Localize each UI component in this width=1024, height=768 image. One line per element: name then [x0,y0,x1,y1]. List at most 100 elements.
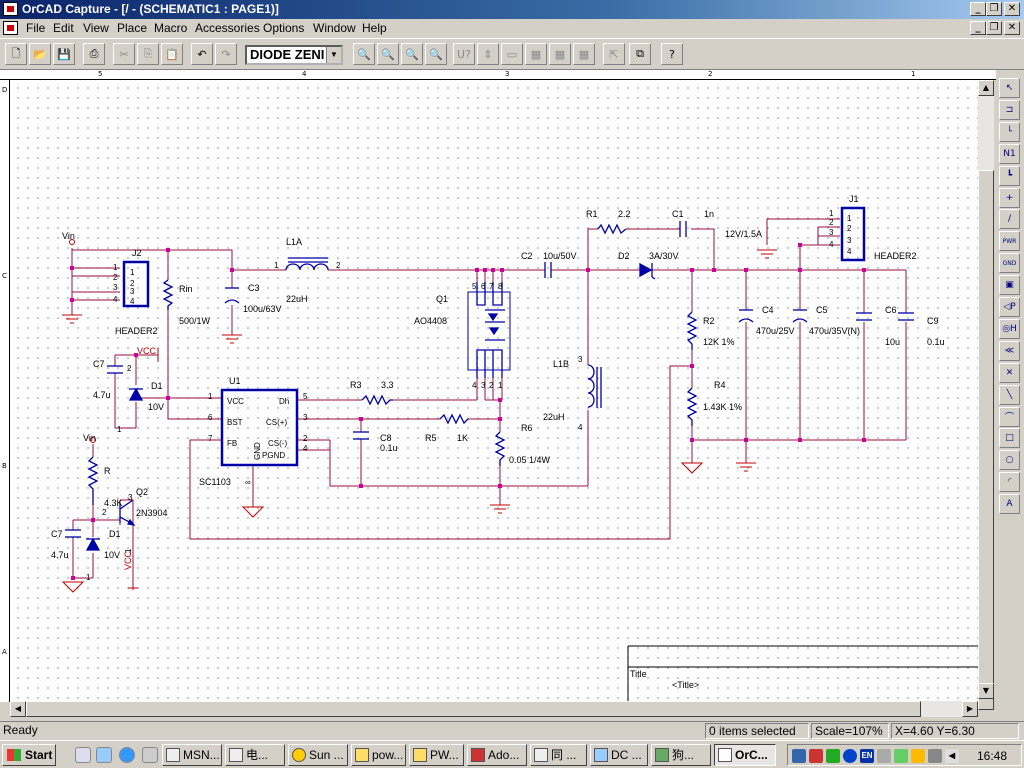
task-ie-1[interactable]: 电... [225,744,285,766]
rin-resistor[interactable] [162,279,174,310]
menu-options[interactable]: Options [263,21,305,35]
place-junction-icon[interactable]: + [999,187,1020,208]
place-arc-icon[interactable]: ◜ [999,472,1020,493]
select-tool-icon[interactable]: ↖ [999,78,1020,98]
place-net-alias-icon[interactable]: N1 [999,143,1020,164]
doc-restore-button[interactable]: ❐ [986,21,1002,35]
place-part-icon[interactable]: ⊐ [999,99,1020,120]
bill-of-materials-icon[interactable]: ▦ [573,43,595,65]
l1a-inductor[interactable] [285,263,329,271]
explorer-icon[interactable] [96,747,112,763]
schematic-drawing[interactable]: Title <Title> [10,80,978,702]
tray-security-icon[interactable] [843,749,857,763]
undo-icon[interactable]: ↶ [191,43,213,65]
doc-minimize-button[interactable]: _ [970,21,986,35]
maximize-button[interactable]: ❐ [986,2,1002,16]
zoom-area-icon[interactable]: 🔍 [401,43,423,65]
help-icon[interactable]: ? [661,43,683,65]
j1-connector[interactable] [840,206,866,262]
vertical-scroll-thumb[interactable] [978,170,994,710]
task-sun[interactable]: Sun ... [288,744,348,766]
place-wire-icon[interactable]: └ [999,121,1020,142]
tray-app4-icon[interactable] [928,749,942,763]
horizontal-scrollbar[interactable]: ◀ ▶ [10,701,978,717]
tray-app3-icon[interactable] [911,749,925,763]
menu-macro[interactable]: Macro [154,21,188,35]
u1-ic[interactable] [220,388,299,467]
zoom-in-icon[interactable]: 🔍 [353,43,375,65]
place-bus-entry-icon[interactable]: / [999,209,1020,230]
zoom-out-icon[interactable]: 🔍 [377,43,399,65]
place-rectangle-icon[interactable]: □ [999,428,1020,449]
netlist-icon[interactable]: ▦ [525,43,547,65]
tray-app-icon[interactable] [809,749,823,763]
internet-explorer-icon[interactable] [119,747,135,763]
close-button[interactable]: ✕ [1004,2,1020,16]
task-adobe[interactable]: Ado... [467,744,527,766]
start-button[interactable]: Start [2,744,56,766]
tray-network-icon[interactable] [792,749,806,763]
place-power-icon[interactable]: PWR [999,231,1020,252]
cross-reference-icon[interactable]: ▦ [549,43,571,65]
snap-to-grid-icon[interactable]: ⇱ [603,43,625,65]
task-dc[interactable]: DC ... [590,744,648,766]
tray-language-icon[interactable]: EN [860,749,874,763]
place-ground-icon[interactable]: GND [999,253,1020,274]
zoom-all-icon[interactable]: 🔍 [425,43,447,65]
redo-icon[interactable]: ↷ [215,43,237,65]
orcad-app-icon[interactable] [3,2,18,16]
minimize-button[interactable]: _ [970,2,986,16]
menu-view[interactable]: View [83,21,109,35]
place-port-icon[interactable]: ◁P [999,297,1020,317]
place-bus-icon[interactable]: ┗ [999,165,1020,186]
task-ie-2[interactable]: 同 ... [530,744,587,766]
task-pow[interactable]: pow... [351,744,406,766]
copy-icon[interactable]: ⎘ [137,43,159,65]
scroll-down-icon[interactable]: ▼ [978,683,994,699]
back-annotate-icon[interactable]: ⇕ [477,43,499,65]
open-icon[interactable]: 📂 [29,43,51,65]
quicklaunch-icon[interactable] [142,747,158,763]
no-connect-icon[interactable]: ✕ [999,362,1020,383]
save-icon[interactable]: 💾 [53,43,75,65]
place-hier-block-icon[interactable]: ▣ [999,275,1020,296]
task-pw[interactable]: PW... [409,744,464,766]
place-pin-icon[interactable]: ◎H [999,318,1020,339]
cut-icon[interactable]: ✂ [113,43,135,65]
menu-place[interactable]: Place [117,21,148,35]
task-orcad[interactable]: OrC... [714,744,776,766]
print-icon[interactable]: ⎙ [83,43,105,65]
j2-connector[interactable] [122,260,150,308]
r1-resistor[interactable] [597,223,627,235]
place-line-icon[interactable]: ╲ [999,384,1020,405]
place-polyline-icon[interactable]: ⌒ [999,406,1020,427]
chevron-down-icon[interactable]: ▼ [326,47,341,63]
menu-help[interactable]: Help [362,21,387,35]
q1-mosfet[interactable] [467,291,511,371]
project-manager-icon[interactable]: ⧉ [629,43,651,65]
vertical-scrollbar[interactable]: ▲ ▼ [978,80,994,710]
tray-input-icon[interactable] [877,749,891,763]
scroll-left-icon[interactable]: ◀ [10,701,26,717]
tray-msn-icon[interactable] [826,749,840,763]
part-combo[interactable]: DIODE ZENI ▼ [245,45,343,65]
menu-window[interactable]: Window [313,21,356,35]
tray-app2-icon[interactable] [894,749,908,763]
horizontal-scroll-thumb[interactable] [26,701,921,717]
paste-icon[interactable]: 📋 [161,43,183,65]
menu-edit[interactable]: Edit [53,21,74,35]
annotate-icon[interactable]: U? [453,43,475,65]
task-dog[interactable]: 狗... [651,744,711,766]
scroll-up-icon[interactable]: ▲ [978,80,994,96]
new-icon[interactable]: 🗋 [5,43,27,65]
scroll-right-icon[interactable]: ▶ [962,701,978,717]
place-text-icon[interactable]: A [999,494,1020,515]
document-icon[interactable] [3,21,18,35]
window-titlebar[interactable]: OrCAD Capture - [/ - (SCHEMATIC1 : PAGE1… [0,0,1024,19]
menu-file[interactable]: File [26,21,46,35]
show-desktop-icon[interactable] [75,747,91,763]
place-ellipse-icon[interactable]: ○ [999,450,1020,471]
off-page-connector-icon[interactable]: ≪ [999,340,1020,361]
menu-accessories[interactable]: Accessories [195,21,260,35]
task-msn[interactable]: MSN... [162,744,222,766]
